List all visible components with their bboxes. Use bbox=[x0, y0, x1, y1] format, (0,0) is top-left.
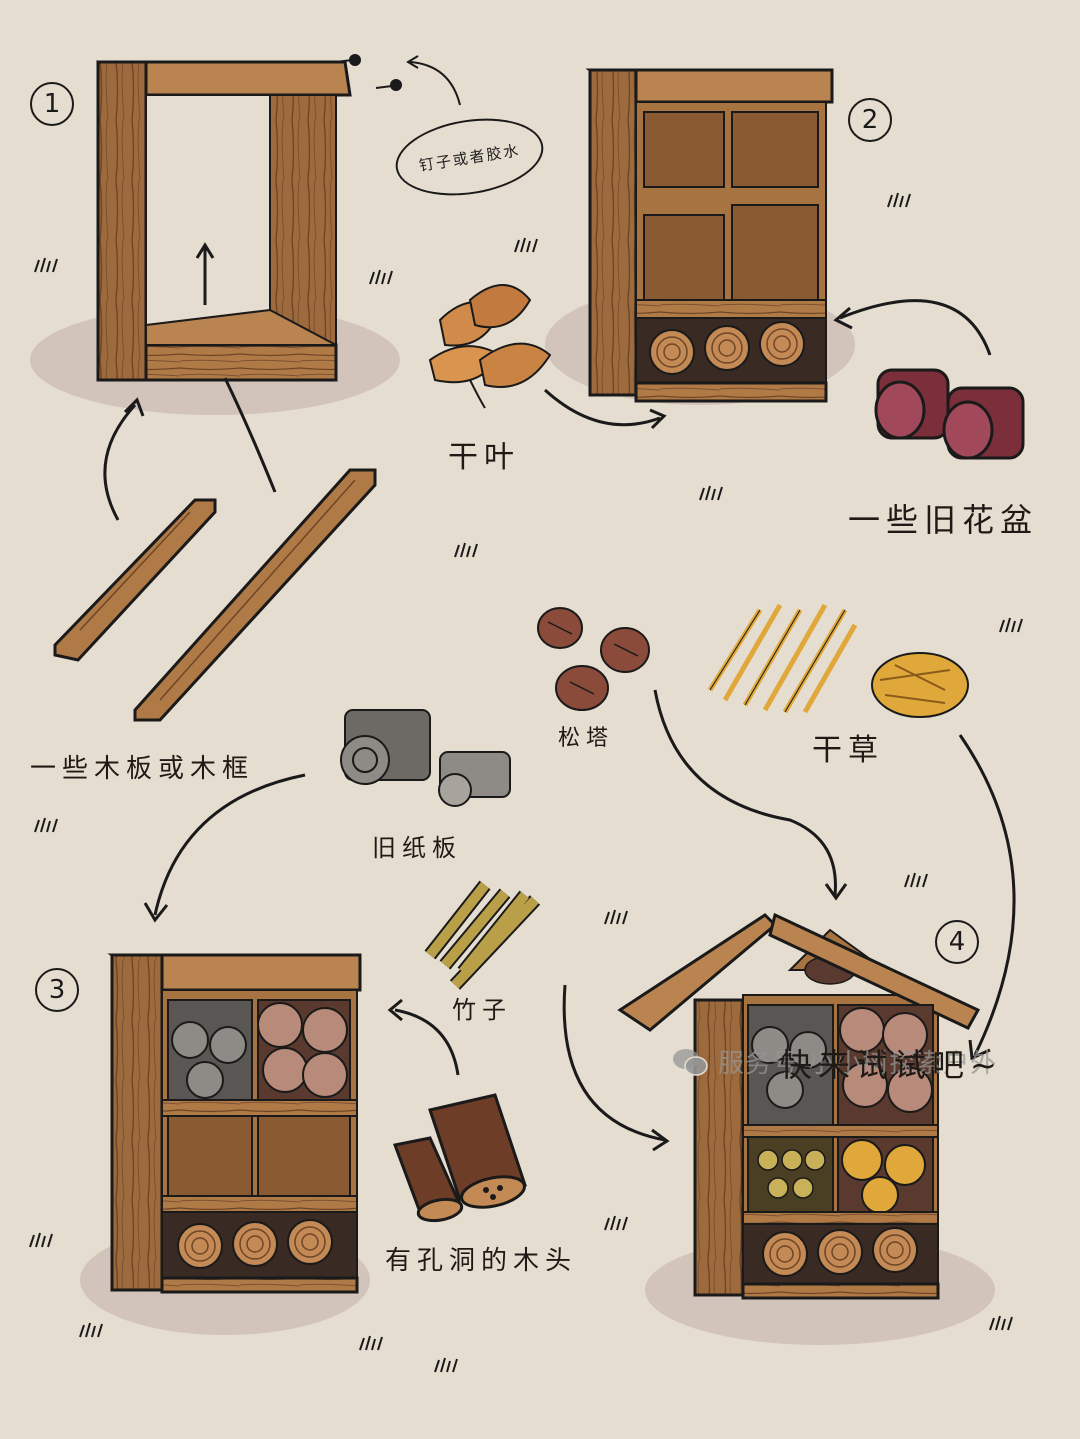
step-number-3: 3 bbox=[35, 968, 79, 1012]
old-pots-label: 一些旧花盆 bbox=[848, 501, 1039, 539]
watermark-text: 服务号·小小树探索户外 bbox=[718, 1049, 998, 1079]
dry-leaves-label: 干叶 bbox=[448, 440, 520, 475]
wood-boards bbox=[53, 468, 377, 722]
pine-cones-label: 松塔 bbox=[558, 726, 615, 751]
step-number-2: 2 bbox=[848, 98, 892, 142]
nails-icon bbox=[335, 54, 461, 106]
old-pots-icon bbox=[874, 368, 1025, 460]
cardboard-label: 旧纸板 bbox=[372, 834, 462, 862]
step1-frame bbox=[30, 60, 400, 415]
try-it-label: 快来试试吧~ bbox=[780, 1046, 1003, 1084]
bamboo-icon bbox=[424, 880, 541, 990]
pine-cones-icon bbox=[537, 607, 650, 711]
wechat-icon bbox=[672, 1047, 708, 1077]
dry-leaves-icon bbox=[428, 284, 552, 409]
holed-wood-label: 有孔洞的木头 bbox=[385, 1246, 578, 1276]
boards-label: 一些木板或木框 bbox=[30, 754, 255, 784]
cardboard-rolls-icon bbox=[340, 709, 511, 807]
watermark: 服务号·小小树探索户外 bbox=[672, 1043, 997, 1080]
step4-hotel bbox=[617, 912, 995, 1345]
hay-icon bbox=[707, 603, 969, 718]
step-number-4: 4 bbox=[935, 920, 979, 964]
bamboo-label: 竹子 bbox=[452, 996, 512, 1024]
holed-wood-icon bbox=[392, 1093, 527, 1223]
hay-label: 干草 bbox=[812, 733, 884, 768]
step3-shelf bbox=[80, 953, 370, 1335]
step-number-1: 1 bbox=[30, 82, 74, 126]
step2-shelf bbox=[545, 68, 855, 405]
